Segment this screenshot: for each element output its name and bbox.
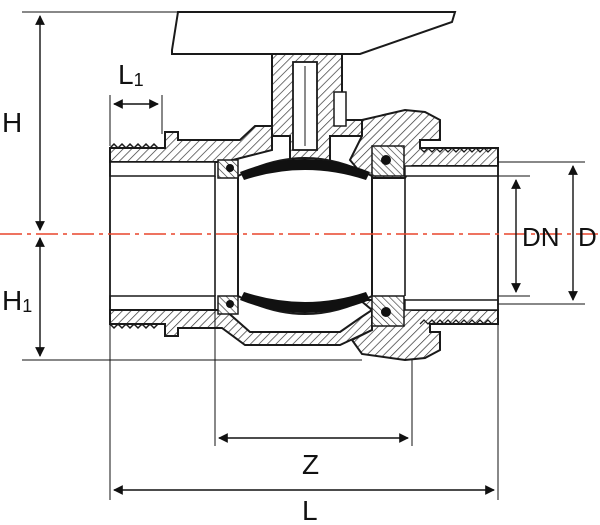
dim-H1 — [22, 237, 362, 361]
seats — [217, 145, 405, 327]
stem-housing — [271, 53, 363, 163]
handle — [171, 11, 457, 55]
label-L1: L1 — [118, 59, 144, 90]
ball — [237, 157, 373, 315]
dim-Z — [214, 296, 413, 446]
label-D: D — [578, 222, 597, 252]
body-top — [109, 108, 499, 179]
dim-D — [498, 161, 585, 305]
label-H1: H1 — [2, 285, 32, 316]
dim-L1 — [109, 95, 163, 146]
bore-lines — [109, 148, 499, 324]
label-H: H — [2, 107, 22, 138]
dim-DN — [498, 175, 530, 297]
label-DN: DN — [522, 222, 560, 252]
dim-H — [22, 11, 180, 231]
dim-L — [109, 324, 499, 500]
label-L: L — [302, 495, 318, 525]
label-Z: Z — [302, 449, 319, 480]
